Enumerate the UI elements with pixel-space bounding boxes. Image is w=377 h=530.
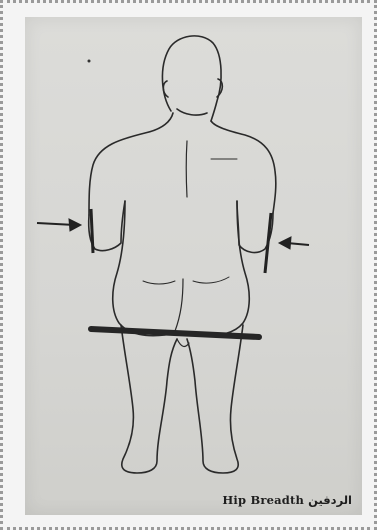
left-side-bar	[91, 209, 93, 253]
buttock-cleft	[175, 279, 183, 331]
caption-arabic: الردفين	[308, 493, 352, 507]
left-hip	[113, 201, 165, 336]
left-arm	[89, 201, 125, 251]
left-leg	[121, 325, 177, 473]
head-outline	[162, 36, 221, 121]
left-arrow-icon	[279, 237, 309, 249]
right-leg	[187, 325, 243, 473]
right-shoulder	[211, 121, 276, 213]
spine-line	[186, 141, 187, 197]
caption: Hip Breadth الردفين	[222, 493, 352, 507]
photo-page: Hip Breadth الردفين	[25, 17, 362, 515]
caption-english: Hip Breadth	[222, 493, 304, 507]
right-hip	[201, 201, 249, 336]
right-side-bar	[265, 213, 271, 273]
left-fold	[143, 281, 175, 284]
neck-line	[177, 109, 207, 115]
speck	[88, 60, 91, 63]
body-figure-illustration	[25, 17, 362, 515]
left-shoulder	[89, 113, 173, 215]
right-fold	[193, 277, 229, 283]
right-arrow-icon	[37, 219, 81, 231]
